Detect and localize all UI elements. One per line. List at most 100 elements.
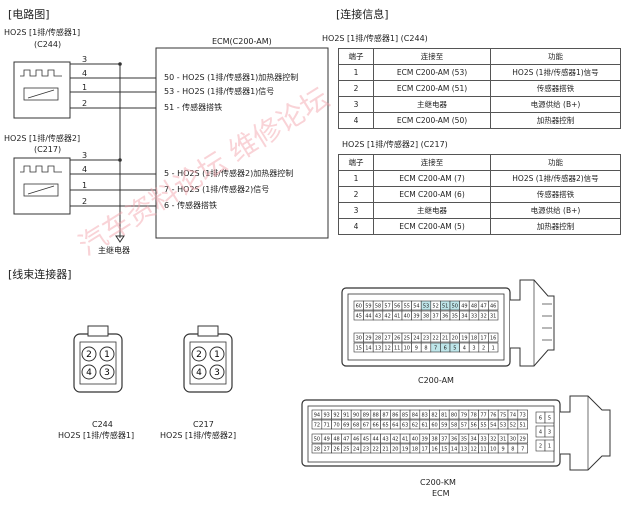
sensor2-element-icon bbox=[23, 183, 59, 197]
col-header: 端子 bbox=[338, 48, 374, 65]
c200km-label: C200-KM bbox=[420, 478, 456, 487]
connector-pin-label: 10 bbox=[404, 346, 410, 352]
connector-pin-label: 1 bbox=[548, 444, 551, 450]
small-pin-label: 1 bbox=[214, 350, 220, 360]
c217-name: C217 bbox=[193, 420, 214, 429]
connector-pin-label: 29 bbox=[365, 336, 371, 342]
connector-pin-label: 21 bbox=[442, 336, 448, 342]
connector-pin-label: 69 bbox=[343, 423, 349, 429]
ecm-pin-label: 7 - HO2S (1排/传感器2)信号 bbox=[164, 185, 270, 194]
connector-pin-label: 48 bbox=[333, 437, 339, 443]
ecm-pin-label: 50 - HO2S (1排/传感器1)加热器控制 bbox=[164, 73, 299, 82]
connector-pin-label: 30 bbox=[356, 336, 362, 342]
connector-pin-label: 25 bbox=[404, 336, 410, 342]
connector-pin bbox=[517, 409, 528, 420]
connector-pin-label: 16 bbox=[431, 447, 437, 453]
connector-pin-label: 58 bbox=[451, 423, 457, 429]
connector-pin-label: 48 bbox=[471, 304, 477, 310]
connector-pin-label: 34 bbox=[471, 437, 477, 443]
connector-pin-label: 13 bbox=[461, 447, 467, 453]
sensor2-pin: 1 bbox=[82, 181, 88, 190]
connector-pin-label: 20 bbox=[392, 447, 398, 453]
table2-title: HO2S [1排/传感器2] (C217) bbox=[342, 140, 448, 149]
connector-pin-label: 44 bbox=[365, 314, 371, 320]
connector-pin bbox=[544, 439, 555, 452]
connector-pin-label: 15 bbox=[356, 346, 362, 352]
col-header: 连接至 bbox=[373, 154, 491, 171]
connector-pin-label: 93 bbox=[324, 413, 330, 419]
small-pin-label: 3 bbox=[104, 368, 110, 378]
connector-pin-label: 58 bbox=[375, 304, 381, 310]
connector-pin-label: 14 bbox=[365, 346, 371, 352]
connector-pin-label: 57 bbox=[461, 423, 467, 429]
connector-pin-label: 7 bbox=[434, 346, 437, 352]
sensor2-pin: 4 bbox=[82, 165, 88, 174]
connector-pin-label: 90 bbox=[353, 413, 359, 419]
sensor1-pin: 3 bbox=[82, 55, 88, 64]
connector-pin bbox=[488, 332, 499, 343]
small-pin-label: 2 bbox=[196, 350, 202, 360]
connector-pin-label: 50 bbox=[314, 437, 320, 443]
connector-pin-label: 28 bbox=[375, 336, 381, 342]
small-connectors: 2 1 4 3 2 1 4 3 bbox=[73, 325, 233, 393]
connector-pin-label: 31 bbox=[500, 437, 506, 443]
connector-pin-label: 50 bbox=[452, 304, 458, 310]
connector-pin-label: 38 bbox=[423, 314, 429, 320]
circuit-header: [电路图] bbox=[8, 8, 50, 21]
connector-pin-label: 46 bbox=[490, 304, 496, 310]
connector-pin-label: 24 bbox=[353, 447, 359, 453]
connector-pin-label: 43 bbox=[375, 314, 381, 320]
connector-pin-label: 47 bbox=[480, 304, 486, 310]
connector-pin-label: 55 bbox=[480, 423, 486, 429]
connector-pin-label: 32 bbox=[490, 437, 496, 443]
connector-pin bbox=[517, 419, 528, 430]
connector-pin-label: 75 bbox=[500, 413, 506, 419]
connector-pin-label: 71 bbox=[324, 423, 330, 429]
sensor1-code: (C244) bbox=[34, 40, 62, 49]
connector-pin-label: 18 bbox=[471, 336, 477, 342]
connector-pin-label: 4 bbox=[539, 430, 542, 436]
connector-pin-label: 56 bbox=[394, 304, 400, 310]
small-pin-label: 4 bbox=[196, 368, 202, 378]
connector-pin-label: 51 bbox=[442, 304, 448, 310]
connector-pin-label: 20 bbox=[452, 336, 458, 342]
connector-pin-label: 77 bbox=[480, 413, 486, 419]
small-pin-label: 4 bbox=[86, 368, 92, 378]
connector-pin-label: 27 bbox=[384, 336, 390, 342]
sensor1-element-icon bbox=[23, 87, 59, 101]
connector-pin-label: 12 bbox=[471, 447, 477, 453]
connector-pin-label: 43 bbox=[382, 437, 388, 443]
connector-pin-label: 61 bbox=[422, 423, 428, 429]
connector-pin-label: 24 bbox=[413, 336, 419, 342]
c200am-label: C200-AM bbox=[418, 376, 454, 385]
sensor1-box bbox=[13, 61, 71, 119]
connector-pin-label: 25 bbox=[343, 447, 349, 453]
connector-pin-label: 73 bbox=[520, 413, 526, 419]
connector-pin-label: 37 bbox=[441, 437, 447, 443]
ecm-pin-label: 6 - 传感器搭铁 bbox=[164, 201, 218, 210]
connector-pin-label: 17 bbox=[422, 447, 428, 453]
sensor1-title: HO2S [1排/传感器1] bbox=[4, 28, 81, 37]
connector-pin-label: 40 bbox=[412, 437, 418, 443]
connector-pin-label: 6 bbox=[444, 346, 447, 352]
connection-header: [连接信息] bbox=[336, 8, 389, 21]
connector-pin bbox=[488, 300, 499, 311]
connector-pin-label: 84 bbox=[412, 413, 418, 419]
connector-pin-label: 28 bbox=[314, 447, 320, 453]
connector-pin-label: 39 bbox=[413, 314, 419, 320]
connector-pin-label: 59 bbox=[441, 423, 447, 429]
connector-pin-label: 8 bbox=[511, 447, 514, 453]
connector-pin-label: 15 bbox=[441, 447, 447, 453]
col-header: 端子 bbox=[338, 154, 374, 171]
connector-pin-label: 13 bbox=[375, 346, 381, 352]
small-pin-label: 2 bbox=[86, 350, 92, 360]
sensor1-heater-icon bbox=[20, 69, 62, 77]
connector-pin-label: 4 bbox=[463, 346, 466, 352]
